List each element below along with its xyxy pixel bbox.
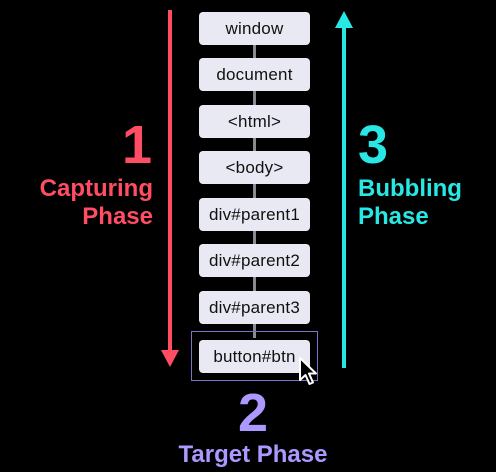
target-phase-label: Target Phase <box>178 441 328 468</box>
bubbling-arrow-head-icon <box>335 11 353 28</box>
connector-body-parent1 <box>253 184 256 198</box>
bubbling-phase-label-line1: Bubbling <box>358 175 462 202</box>
node-window: window <box>199 12 310 45</box>
mouse-pointer-icon <box>299 357 317 385</box>
capturing-arrow-head-icon <box>161 350 179 367</box>
target-highlight-box <box>191 331 318 381</box>
connector-window-document <box>253 45 256 58</box>
capturing-phase-label-line2: Phase <box>82 203 153 230</box>
connector-parent2-parent3 <box>253 277 256 291</box>
node-div-parent2: div#parent2 <box>199 244 310 277</box>
node-div-parent1: div#parent1 <box>199 198 310 231</box>
target-phase-number: 2 <box>237 383 269 443</box>
capturing-phase-label-line1: Capturing <box>39 175 153 202</box>
node-body: <body> <box>199 151 310 184</box>
capturing-arrow-line <box>168 10 172 354</box>
node-html: <html> <box>199 105 310 138</box>
node-div-parent3: div#parent3 <box>199 291 310 324</box>
connector-document-html <box>253 91 256 105</box>
node-document: document <box>199 58 310 91</box>
bubbling-phase-number: 3 <box>358 115 389 175</box>
bubbling-arrow-line <box>342 26 346 368</box>
connector-html-body <box>253 138 256 151</box>
bubbling-phase-label-line2: Phase <box>358 203 429 230</box>
capturing-phase-number: 1 <box>121 115 152 175</box>
connector-parent1-parent2 <box>253 231 256 244</box>
node-button-btn[interactable]: button#btn <box>199 340 310 373</box>
